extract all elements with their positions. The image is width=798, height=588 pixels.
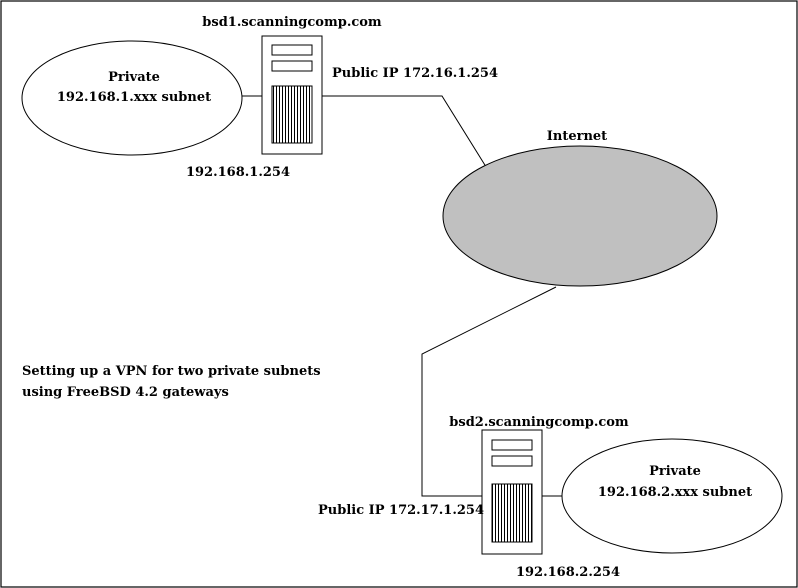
gateway-1-hostname: bsd1.scanningcomp.com <box>202 15 382 30</box>
internet-ellipse <box>442 145 718 287</box>
server-1-vent-grille <box>271 85 313 144</box>
subnet-2-label: 192.168.2.xxx subnet <box>598 485 752 500</box>
server-2-drive-bay-bottom <box>491 455 533 467</box>
private-subnet-1: Private 192.168.1.xxx subnet <box>21 40 243 156</box>
subnet-2-ellipse <box>561 438 783 554</box>
subnet-1-ellipse <box>21 40 243 156</box>
private-subnet-2: Private 192.168.2.xxx subnet <box>561 438 783 554</box>
caption-line-2: using FreeBSD 4.2 gateways <box>22 385 229 400</box>
gateway-2-hostname: bsd2.scanningcomp.com <box>449 415 629 430</box>
server-tower-icon <box>261 35 323 155</box>
gateway-1-private-ip: 192.168.1.254 <box>186 165 290 180</box>
subnet-2-title: Private <box>649 464 701 479</box>
internet-cloud: Internet <box>442 129 718 287</box>
server-1-drive-bay-bottom <box>271 60 313 72</box>
subnet-1-label: 192.168.1.xxx subnet <box>57 90 211 105</box>
internet-label: Internet <box>547 129 607 144</box>
subnet-1-title: Private <box>108 70 160 85</box>
server-2-drive-bay-top <box>491 439 533 451</box>
link-internet-gateway2 <box>421 286 557 497</box>
server-2-vent-grille <box>491 483 533 543</box>
server-tower-icon <box>481 429 543 555</box>
server-1-drive-bay-top <box>271 44 313 56</box>
gateway-1-public-ip: Public IP 172.16.1.254 <box>332 66 498 81</box>
gateway-2-public-ip: Public IP 172.17.1.254 <box>318 503 484 518</box>
caption-line-1: Setting up a VPN for two private subnets <box>22 364 321 379</box>
gateway-2-private-ip: 192.168.2.254 <box>516 565 620 580</box>
link-gateway1-internet <box>322 95 489 171</box>
